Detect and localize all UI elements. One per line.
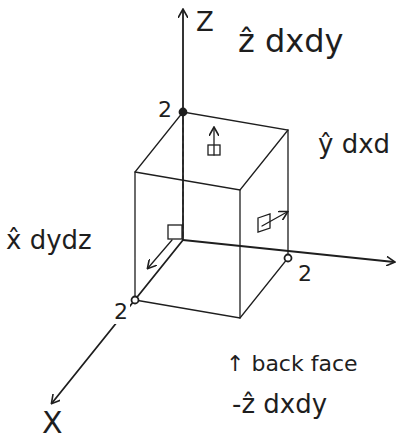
axis-dot [132,297,139,304]
axis-label: Z [194,8,216,37]
axis-dot [180,109,187,116]
cube-outline [135,112,288,318]
tick-label: 2 [112,300,130,324]
annotation-note: ↑ back face [224,352,360,376]
area-vector-label: -ẑ dxdy [230,390,329,419]
area-vector-label: x̂ dydz [4,226,94,255]
z-axis [182,10,184,240]
area-vector-label: ẑ dxdy [236,24,345,59]
tick-label: 2 [296,262,314,286]
axis-label: X [40,406,65,439]
axis-dot [285,255,292,262]
tick-label: 2 [156,98,174,122]
x-axis [52,240,183,403]
area-vector-label: ŷ dxd [316,130,392,159]
area-vectors [148,128,287,268]
hidden-edges [183,112,184,240]
